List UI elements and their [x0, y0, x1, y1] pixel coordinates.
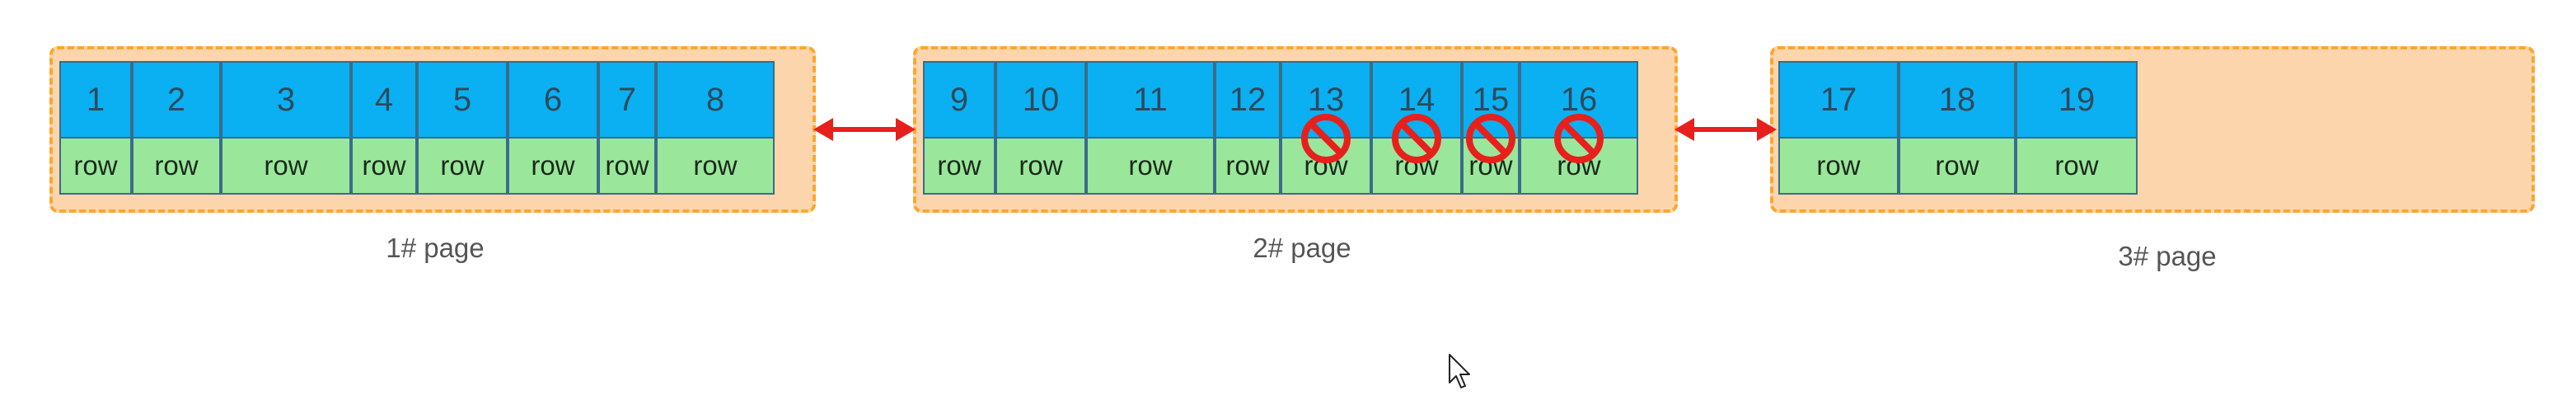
prohibited-icon: [1554, 114, 1604, 163]
record-row: row: [598, 137, 656, 195]
record-key: 3: [221, 61, 351, 139]
record-row: row: [1520, 137, 1638, 195]
record-key: 4: [351, 61, 417, 139]
prohibited-icon: [1466, 114, 1515, 163]
page-3-label: 3# page: [2118, 241, 2217, 271]
record-key: 18: [1899, 61, 2016, 139]
record-key: 2: [132, 61, 221, 139]
page-1-label: 1# page: [386, 233, 485, 263]
record-key: 19: [2016, 61, 2138, 139]
record-row: row: [508, 137, 598, 195]
record-row: row: [2016, 137, 2138, 195]
record-row: row: [1086, 137, 1215, 195]
record-row: row: [1215, 137, 1281, 195]
double-headed-arrow-icon: [813, 118, 916, 141]
record-row: row: [132, 137, 221, 195]
record-row: row: [995, 137, 1086, 195]
record-key: 17: [1778, 61, 1899, 139]
record-key: 8: [656, 61, 775, 139]
record-key: 12: [1215, 61, 1281, 139]
record-key: 5: [417, 61, 508, 139]
record-row: row: [1899, 137, 2016, 195]
record-key: 11: [1086, 61, 1215, 139]
record-key: 14: [1371, 61, 1462, 139]
record-key: 16: [1520, 61, 1638, 139]
record-key: 10: [995, 61, 1086, 139]
prohibited-icon: [1301, 114, 1351, 163]
record-key: 13: [1281, 61, 1371, 139]
record-key: 1: [59, 61, 132, 139]
record-row: row: [656, 137, 775, 195]
record-row: row: [923, 137, 995, 195]
prohibited-icon: [1392, 114, 1441, 163]
record-key: 6: [508, 61, 598, 139]
record-row: row: [59, 137, 132, 195]
record-row: row: [417, 137, 508, 195]
record-key: 7: [598, 61, 656, 139]
record-key: 9: [923, 61, 995, 139]
record-row: row: [221, 137, 351, 195]
record-row: row: [351, 137, 417, 195]
double-headed-arrow-icon: [1674, 118, 1777, 141]
record-row: row: [1778, 137, 1899, 195]
page-2-label: 2# page: [1253, 233, 1351, 263]
mouse-pointer-icon: [1449, 354, 1470, 388]
